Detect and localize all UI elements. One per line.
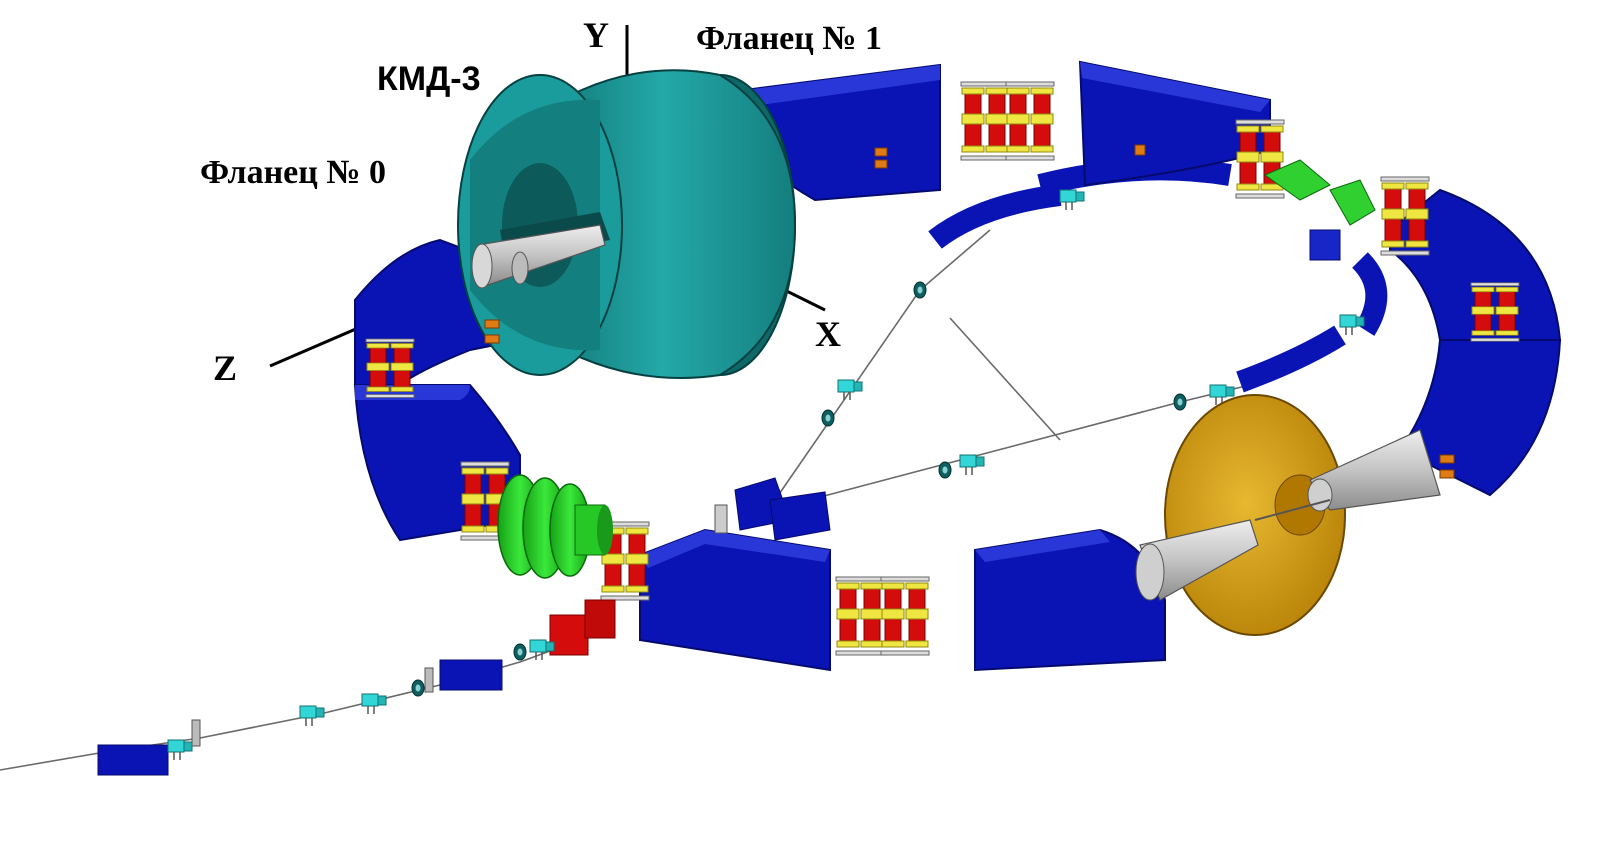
kmd3-detector [457, 69, 797, 379]
axis-x-label: X [815, 314, 841, 354]
injection-septum [714, 477, 831, 541]
injection-magnets [97, 599, 616, 776]
rf-cavity [497, 474, 613, 579]
flange1-label: Фланец № 1 [696, 20, 883, 57]
flange0-label: Фланец № 0 [200, 154, 387, 191]
axis-y-label: Y [583, 15, 609, 55]
green-kickers [1263, 159, 1376, 226]
flange-details [484, 144, 1455, 479]
gold-detector [1135, 394, 1441, 636]
axis-z-label: Z [213, 348, 238, 388]
detector-label: КМД-3 [377, 60, 481, 98]
